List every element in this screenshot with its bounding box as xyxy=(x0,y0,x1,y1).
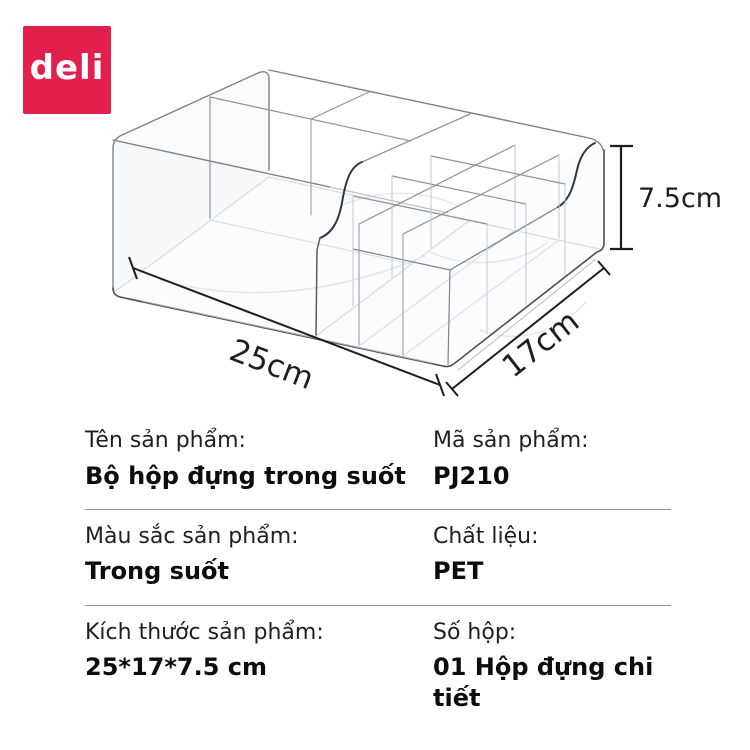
dim-depth xyxy=(445,260,611,397)
spec-label: Mã sản phẩm: xyxy=(433,428,589,453)
spec-row: Kích thước sản phẩm: 25*17*7.5 cm Số hộp… xyxy=(85,604,671,732)
dim-height xyxy=(610,144,633,251)
spec-value: 25*17*7.5 cm xyxy=(85,653,268,682)
spec-label: Tên sản phẩm: xyxy=(85,428,246,453)
spec-cell-color: Màu sắc sản phẩm: Trong suốt xyxy=(85,523,433,588)
dim-height-label: 7.5cm xyxy=(638,183,722,214)
spec-cell-box-count: Số hộp: 01 Hộp đựng chi tiết xyxy=(433,619,671,715)
spec-cell-product-name: Tên sản phẩm: Bộ hộp đựng trong suốt xyxy=(85,427,433,492)
spec-value: 01 Hộp đựng chi tiết xyxy=(433,653,654,713)
dim-width xyxy=(128,256,445,397)
box-line-art xyxy=(112,69,605,371)
spec-value: Trong suốt xyxy=(85,557,230,586)
deli-logo: deli xyxy=(23,26,111,114)
spec-table: Tên sản phẩm: Bộ hộp đựng trong suốt Mã … xyxy=(85,427,671,732)
spec-value: PJ210 xyxy=(433,461,510,490)
spec-label: Màu sắc sản phẩm: xyxy=(85,523,299,549)
logo-text: deli xyxy=(29,48,105,88)
spec-row: Tên sản phẩm: Bộ hộp đựng trong suốt Mã … xyxy=(85,427,671,509)
spec-label: Chất liệu: xyxy=(433,523,539,549)
dim-width-label: 25cm xyxy=(225,332,319,397)
spec-label: Số hộp: xyxy=(433,619,517,645)
spec-cell-size: Kích thước sản phẩm: 25*17*7.5 cm xyxy=(85,619,433,715)
spec-value: Bộ hộp đựng trong suốt xyxy=(85,461,406,490)
spec-value: PET xyxy=(433,557,484,586)
spec-cell-product-code: Mã sản phẩm: PJ210 xyxy=(433,427,671,492)
spec-label: Kích thước sản phẩm: xyxy=(85,619,324,645)
spec-cell-material: Chất liệu: PET xyxy=(433,523,671,588)
spec-row: Màu sắc sản phẩm: Trong suốt Chất liệu: … xyxy=(85,508,671,605)
